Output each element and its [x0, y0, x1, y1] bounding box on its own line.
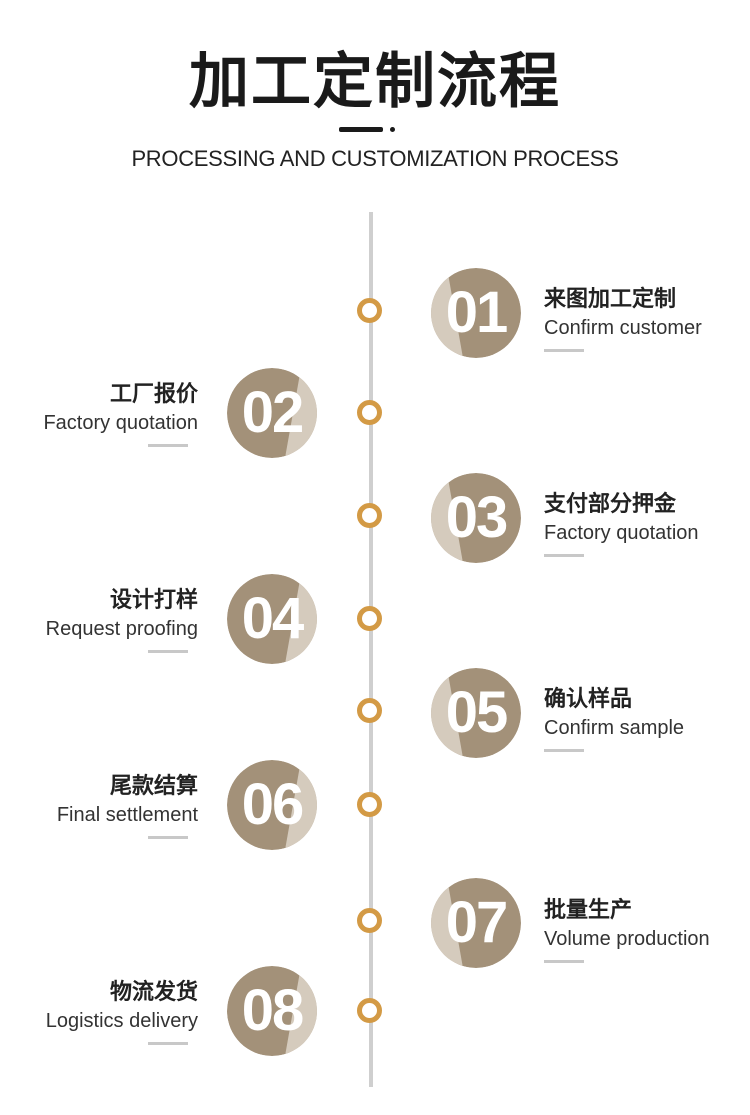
step-label-03: 支付部分押金 Factory quotation: [544, 490, 699, 557]
step-title-en: Request proofing: [45, 618, 198, 640]
step-underline: [544, 554, 584, 557]
step-title-cn: 支付部分押金: [544, 492, 677, 517]
step-underline: [148, 836, 188, 839]
step-number: 08: [241, 978, 305, 1043]
step-circle-08: 08: [227, 966, 317, 1056]
step-title-en: Logistics delivery: [45, 1010, 198, 1032]
step-underline: [544, 960, 584, 963]
step-title-cn: 设计打样: [109, 588, 198, 613]
circle-graphic: [227, 368, 317, 458]
step-title-en: Factory quotation: [43, 412, 198, 434]
step-title-en: Final settlement: [56, 804, 198, 826]
step-title-en: Volume production: [544, 928, 710, 950]
timeline-line: [369, 212, 373, 1087]
step-title-cn: 尾款结算: [109, 774, 198, 799]
step-circle-05: 05: [431, 668, 521, 758]
step-title-cn: 工厂报价: [109, 382, 198, 407]
step-circle-02: 02: [227, 368, 317, 458]
circle-graphic: [227, 574, 317, 664]
step-label-08: 物流发货 Logistics delivery: [46, 978, 198, 1045]
title-underline-dot: [390, 127, 395, 132]
step-label-06: 尾款结算 Final settlement: [57, 772, 198, 839]
step-title-cn: 确认样品: [544, 687, 633, 712]
step-label-04: 设计打样 Request proofing: [46, 586, 198, 653]
step-underline: [148, 444, 188, 447]
step-label-07: 批量生产 Volume production: [544, 896, 710, 963]
step-underline: [544, 749, 584, 752]
step-title-cn: 物流发货: [109, 980, 198, 1005]
step-circle-06: 06: [227, 760, 317, 850]
page-subtitle: PROCESSING AND CUSTOMIZATION PROCESS: [131, 146, 619, 171]
timeline-node-01: [357, 298, 382, 323]
step-number: 03: [445, 485, 509, 550]
step-title-en: Confirm customer: [544, 317, 702, 339]
step-circle-01: 01: [431, 268, 521, 358]
timeline-node-03: [357, 503, 382, 528]
timeline-node-06: [357, 792, 382, 817]
title-underline-bar: [339, 127, 383, 132]
circle-graphic: [431, 268, 521, 358]
timeline-node-07: [357, 908, 382, 933]
step-label-05: 确认样品 Confirm sample: [544, 685, 684, 752]
step-number: 06: [241, 772, 305, 837]
step-number: 01: [445, 280, 509, 345]
timeline-node-04: [357, 606, 382, 631]
step-underline: [544, 349, 584, 352]
step-circle-07: 07: [431, 878, 521, 968]
timeline-node-08: [357, 998, 382, 1023]
step-circle-03: 03: [431, 473, 521, 563]
step-title-en: Confirm sample: [544, 717, 685, 739]
step-circle-04: 04: [227, 574, 317, 664]
step-title-cn: 批量生产: [544, 898, 633, 923]
circle-graphic: [227, 760, 317, 850]
step-label-01: 来图加工定制 Confirm customer: [544, 285, 702, 352]
step-number: 02: [241, 380, 305, 445]
step-title-cn: 来图加工定制: [544, 287, 677, 312]
step-number: 05: [445, 680, 509, 745]
step-underline: [148, 1042, 188, 1045]
page-title: 加工定制流程: [189, 47, 561, 117]
timeline-node-05: [357, 698, 382, 723]
circle-graphic: [431, 878, 521, 968]
circle-graphic: [227, 966, 317, 1056]
circle-graphic: [431, 473, 521, 563]
step-number: 07: [445, 890, 509, 955]
step-number: 04: [241, 586, 305, 651]
step-underline: [148, 650, 188, 653]
step-title-en: Factory quotation: [544, 522, 699, 544]
step-label-02: 工厂报价 Factory quotation: [43, 380, 198, 447]
circle-graphic: [431, 668, 521, 758]
timeline-node-02: [357, 400, 382, 425]
